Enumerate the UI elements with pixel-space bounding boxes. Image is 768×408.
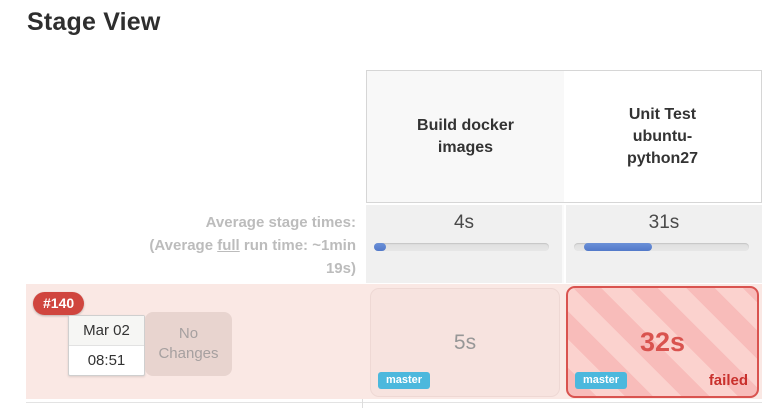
run-cell-build-docker-images[interactable]: 5s master — [370, 288, 560, 397]
progress-bar-track — [574, 243, 749, 251]
branch-badge: master — [575, 372, 628, 389]
run-duration: 5s — [453, 330, 477, 354]
progress-bar-fill — [583, 243, 652, 251]
build-date: Mar 02 — [69, 316, 144, 346]
average-duration: 31s — [648, 212, 680, 233]
run-cell-unit-test-failed[interactable]: 32s master failed — [566, 286, 759, 398]
average-cell-stage-2: 31s — [566, 205, 762, 283]
table-column-border-stub — [362, 399, 363, 408]
branch-badge: master — [378, 372, 431, 389]
full-run-link[interactable]: full — [217, 237, 240, 254]
average-times-label: Average stage times: (Average full run t… — [0, 211, 356, 280]
next-row-top-border — [26, 402, 762, 403]
failed-status-label: failed — [708, 372, 748, 389]
average-cell-stage-1: 4s — [366, 205, 564, 283]
average-times-line3: 19s) — [325, 260, 356, 277]
progress-bar-fill — [374, 243, 387, 251]
no-changes-label: No Changes — [145, 312, 232, 376]
build-date-link[interactable]: Mar 02 08:51 — [68, 315, 145, 376]
stage-header-unit-test: Unit Test ubuntu-python27 — [564, 70, 762, 203]
average-times-line2: (Average full run time: ~1min — [149, 237, 356, 254]
average-duration: 4s — [453, 212, 475, 233]
run-duration: 32s — [639, 326, 686, 357]
stage-name: Build docker images — [417, 116, 514, 156]
average-times-line1: Average stage times: — [205, 214, 356, 231]
stage-header-build-docker-images: Build docker images — [366, 70, 565, 203]
stage-name: Unit Test ubuntu-python27 — [626, 105, 699, 167]
build-number-badge[interactable]: #140 — [33, 292, 85, 315]
progress-bar-track — [374, 243, 549, 251]
build-time: 08:51 — [87, 352, 126, 369]
page-title: Stage View — [27, 8, 161, 36]
